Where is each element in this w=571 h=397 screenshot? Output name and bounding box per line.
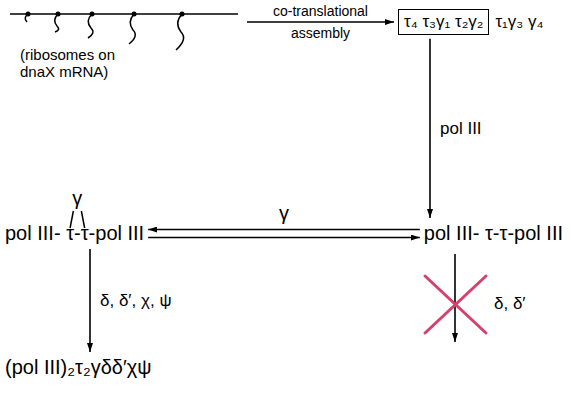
node-text: (pol III)₂τ₂γδδ′χψ (5, 356, 151, 379)
node-text: (ribosomes on dnaX mRNA) (20, 46, 145, 81)
ribosome (132, 12, 137, 17)
ribosome (180, 12, 185, 17)
ribosome (56, 12, 61, 17)
reaction-arrow (148, 229, 420, 231)
reaction-arrow (89, 249, 91, 352)
subunit-label: γ (72, 187, 82, 210)
edge-label: γ (279, 202, 289, 225)
nascent-chain (129, 14, 135, 44)
cross-stroke (425, 276, 486, 333)
cross-stroke (425, 276, 486, 333)
ribosome (90, 12, 95, 17)
nascent-chain (88, 14, 93, 38)
nascent-chain (176, 14, 184, 50)
reaction-arrow (148, 237, 420, 239)
ribosome-chains (25, 14, 183, 50)
reagent-label: δ, δ′ (494, 294, 526, 314)
complex-label: pol III- τ-τ-pol III (5, 222, 144, 245)
nascent-chain (55, 14, 59, 32)
mrna-strand (10, 13, 238, 15)
subunit-box: τ₄ τ₃γ₁ τ₂γ₂ (398, 9, 489, 35)
complex-label: pol III- τ-τ-pol III (424, 222, 563, 245)
block-cross (425, 276, 486, 333)
reaction-arrow (247, 21, 394, 23)
ribosome (26, 12, 31, 17)
illustration-caption: (ribosomes on dnaX mRNA) (8, 4, 243, 81)
product-label: (pol III)₂τ₂γδδ′χψ (5, 356, 151, 379)
blocked-arrow (454, 254, 456, 342)
edge-label: pol III (440, 119, 482, 139)
edge-label: δ, δ′, χ, ψ (100, 291, 172, 311)
node-text: pol III- τ-τ-pol III (5, 222, 144, 245)
reaction-arrow (429, 39, 431, 218)
arrow-label: co-translational (273, 3, 368, 19)
ribosome-dots (26, 12, 185, 17)
node-text: τ₄ τ₃γ₁ τ₂γ₂ (404, 12, 483, 32)
subunit-label: τ₁γ₃ γ₄ (495, 12, 543, 32)
arrow-label: assembly (291, 25, 350, 41)
node-text: pol III- τ-τ-pol III (424, 222, 563, 245)
